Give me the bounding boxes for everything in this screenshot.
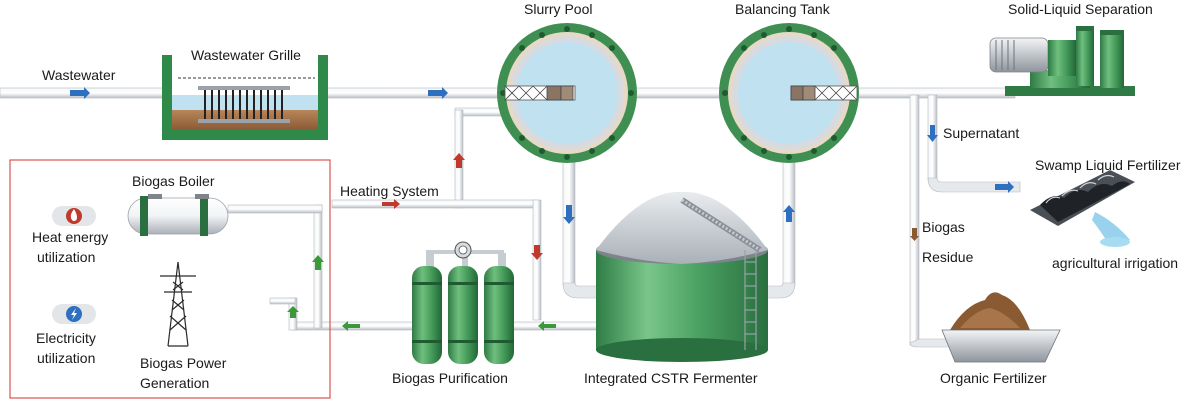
label-slurry-pool: Slurry Pool	[524, 1, 592, 17]
label-electricity-line1: Electricity	[36, 330, 96, 346]
organic-fertilizer-bin	[941, 292, 1061, 363]
flow-arrows	[70, 87, 1014, 331]
arrow-up-icon	[312, 255, 324, 270]
arrow-right-icon	[70, 87, 90, 99]
cstr-fermenter	[596, 191, 768, 362]
label-wastewater-grille: Wastewater Grille	[191, 47, 301, 63]
label-balancing-tank: Balancing Tank	[735, 1, 831, 17]
balancing-tank	[719, 23, 859, 163]
label-wastewater: Wastewater	[42, 67, 116, 83]
arrow-up-icon	[287, 306, 299, 318]
label-organic-fertilizer: Organic Fertilizer	[940, 370, 1047, 386]
arrow-down-icon	[563, 205, 575, 224]
lightning-icon	[52, 304, 96, 324]
labels: Wastewater Wastewater Grille Slurry Pool…	[32, 1, 1181, 391]
biogas-purification-columns	[412, 241, 514, 364]
label-agricultural-irrigation: agricultural irrigation	[1052, 255, 1178, 271]
slurry-pool	[497, 23, 637, 163]
arrow-right-icon	[428, 87, 448, 99]
label-biogas-purification: Biogas Purification	[392, 370, 508, 386]
flame-icon	[52, 206, 96, 226]
label-power-generation-line2: Generation	[140, 375, 209, 391]
arrow-up-icon	[783, 205, 795, 222]
label-electricity-line2: utilization	[37, 350, 95, 366]
label-swamp-liquid-fertilizer: Swamp Liquid Fertilizer	[1035, 157, 1181, 173]
label-heat-energy-line1: Heat energy	[32, 229, 108, 245]
label-heat-energy-line2: utilization	[37, 249, 95, 265]
solid-liquid-separator	[989, 26, 1135, 96]
swamp-liquid-fertilizer-tank	[1030, 170, 1135, 247]
arrow-down-icon	[910, 228, 919, 241]
arrow-left-icon	[538, 321, 556, 331]
label-biogas-boiler: Biogas Boiler	[132, 173, 215, 189]
arrow-up-icon	[453, 153, 465, 168]
arrow-down-icon	[531, 245, 543, 260]
biogas-boiler	[127, 194, 229, 236]
arrow-left-icon	[342, 321, 360, 331]
label-power-generation-line1: Biogas Power	[140, 355, 227, 371]
label-supernatant: Supernatant	[943, 125, 1019, 141]
label-heating-system: Heating System	[340, 183, 439, 199]
power-tower-icon	[160, 261, 196, 347]
arrow-right-icon	[382, 199, 400, 209]
label-biogas: Biogas	[922, 219, 965, 235]
label-solid-liquid-separation: Solid-Liquid Separation	[1008, 1, 1153, 17]
label-cstr-fermenter: Integrated CSTR Fermenter	[584, 370, 758, 386]
arrow-right-icon	[995, 181, 1014, 193]
wastewater-grille	[162, 55, 328, 150]
arrow-down-icon	[927, 125, 938, 142]
label-residue: Residue	[922, 249, 974, 265]
energy-utilization-box	[9, 159, 331, 399]
